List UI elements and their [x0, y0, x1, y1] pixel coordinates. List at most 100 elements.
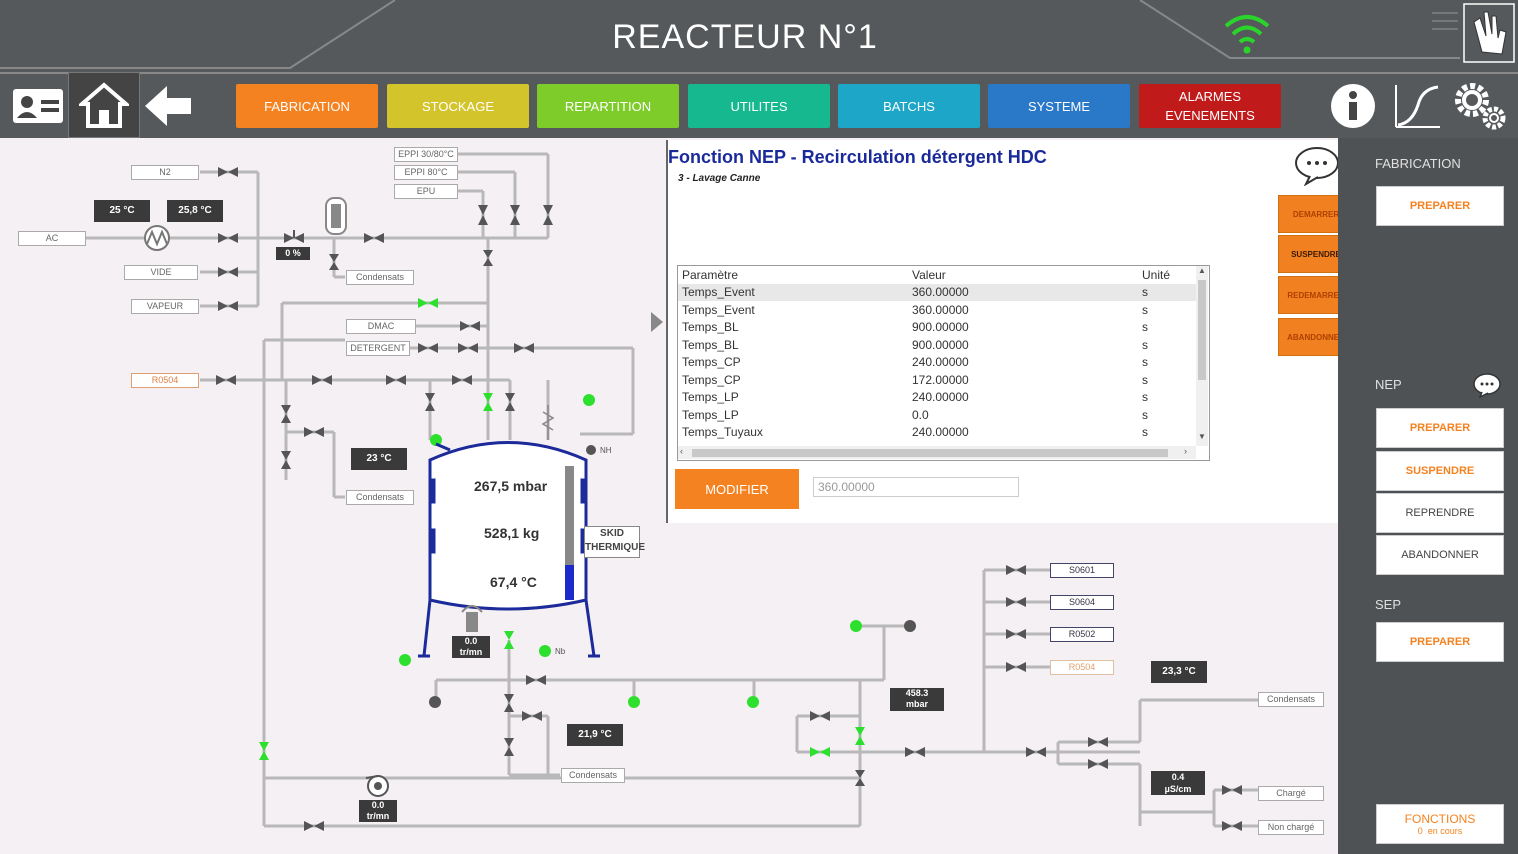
cell-param: Temps_BL: [682, 320, 739, 335]
nep-preparer-button[interactable]: PREPARER: [1376, 408, 1504, 448]
dest-r0504: R0504: [1050, 660, 1114, 675]
fabrication-preparer-button[interactable]: PREPARER: [1376, 186, 1504, 226]
wifi-icon: [1222, 12, 1272, 56]
back-arrow-icon[interactable]: [142, 78, 194, 134]
nep-abandonner-button[interactable]: ABANDONNER: [1376, 535, 1504, 575]
nav-fabrication[interactable]: FABRICATION: [236, 84, 378, 128]
scroll-up-icon[interactable]: ▲: [1198, 266, 1206, 275]
temperature-t4: 21,9 °C: [567, 724, 623, 746]
cell-unit: s: [1142, 337, 1148, 352]
cell-param: Temps_BL: [682, 337, 739, 352]
filter-vessel: [325, 197, 347, 235]
horizontal-scrollbar[interactable]: ‹ ›: [678, 446, 1196, 459]
conductivity-value: 0.4: [1171, 772, 1185, 782]
cell-value: 360.00000: [912, 302, 969, 317]
cell-value: 172.00000: [912, 372, 969, 387]
nav-utilites[interactable]: UTILITES: [688, 84, 830, 128]
sensor-dots: [399, 394, 916, 708]
source-vide: VIDE: [124, 265, 198, 280]
cell-unit: s: [1142, 372, 1148, 387]
scroll-right-icon[interactable]: ›: [1184, 446, 1187, 456]
tank-temperature: 67,4 °C: [490, 574, 537, 590]
tank-pressure: 267,5 mbar: [474, 478, 548, 494]
nav-stockage[interactable]: STOCKAGE: [387, 84, 529, 128]
temperature-t1: 25 °C: [94, 200, 150, 222]
sep-preparer-button[interactable]: PREPARER: [1376, 622, 1504, 662]
cell-unit: s: [1142, 320, 1148, 335]
agitator-speed-value: 0.0: [464, 636, 478, 646]
expand-right-arrow[interactable]: [651, 312, 663, 332]
pump-speed: 0.0 tr/mn: [359, 800, 397, 822]
line-pressure-unit: mbar: [905, 699, 928, 709]
control-valve: [284, 230, 339, 270]
header-decoration: [0, 0, 1460, 69]
agitator-speed: 0.0 tr/mn: [452, 636, 490, 658]
dest-noncharge: Non chargé: [1258, 820, 1324, 835]
cell-value: 0.0: [912, 407, 929, 422]
scroll-left-icon[interactable]: ‹: [680, 446, 683, 456]
nav-alarmes-line1: ALARMES: [1178, 89, 1242, 104]
value-input[interactable]: [813, 477, 1019, 497]
cell-unit: s: [1142, 355, 1148, 370]
nep-suspendre-button[interactable]: SUSPENDRE: [1376, 451, 1504, 491]
vertical-scrollbar[interactable]: ▲ ▼: [1196, 266, 1208, 446]
cell-param: Temps_LP: [682, 407, 739, 422]
conductivity-unit: µS/cm: [1164, 784, 1192, 794]
sensor-nb-label: Nb: [555, 647, 566, 656]
line-pressure-value: 458.3: [905, 688, 929, 698]
id-card-icon[interactable]: [8, 78, 68, 134]
page-title: REACTEUR N°1: [612, 18, 878, 56]
trend-curve-icon[interactable]: [1390, 78, 1444, 134]
open-valve-symbols: [259, 298, 865, 760]
menu-icon[interactable]: [1430, 10, 1460, 32]
sensor-nh-label: NH: [600, 446, 612, 455]
source-r0504: R0504: [131, 373, 199, 388]
hand-touch-icon[interactable]: [1462, 2, 1516, 64]
fonctions-button[interactable]: FONCTIONS 0 en cours: [1376, 804, 1504, 844]
skid-line1: SKID: [600, 528, 624, 539]
sep-section-label: SEP: [1375, 597, 1402, 612]
nav-systeme[interactable]: SYSTEME: [988, 84, 1130, 128]
col-parametre: Paramètre: [682, 267, 739, 282]
comment-bubble-icon[interactable]: [1294, 146, 1340, 187]
nep-comment-icon[interactable]: [1472, 372, 1502, 399]
cell-value: 360.00000: [912, 285, 969, 300]
nav-batchs[interactable]: BATCHS: [838, 84, 980, 128]
settings-gear-icon[interactable]: [1452, 78, 1508, 134]
home-icon[interactable]: [68, 72, 140, 138]
source-ac: AC: [18, 231, 86, 246]
info-icon[interactable]: [1328, 78, 1378, 134]
source-eppi80: EPPI 80°C: [394, 165, 458, 180]
condensats-3: Condensats: [561, 768, 625, 783]
table-header-row: Paramètre Valeur Unité: [678, 266, 1196, 284]
table-row[interactable]: Temps_BL 900.00000 s: [678, 336, 1196, 354]
dialog-subtitle: 3 - Lavage Canne: [678, 173, 761, 184]
scroll-down-icon[interactable]: ▼: [1198, 432, 1206, 441]
nav-alarmes-evenements[interactable]: ALARMES EVENEMENTS: [1139, 84, 1281, 128]
dest-s0601: S0601: [1050, 563, 1114, 578]
nav-repartition[interactable]: REPARTITION: [537, 84, 679, 128]
fonctions-count: 0: [1417, 826, 1423, 836]
cell-param: Temps_CP: [682, 372, 741, 387]
cell-param: Temps_LP: [682, 390, 739, 405]
modifier-button[interactable]: MODIFIER: [675, 469, 799, 509]
nep-reprendre-button[interactable]: REPRENDRE: [1376, 493, 1504, 533]
tank-level-bar-bg: [565, 466, 574, 600]
conductivity: 0.4 µS/cm: [1151, 771, 1205, 795]
cell-value: 900.00000: [912, 337, 969, 352]
horizontal-scroll-thumb[interactable]: [692, 449, 1168, 457]
source-n2: N2: [131, 165, 199, 180]
table-row[interactable]: Temps_CP 172.00000 s: [678, 371, 1196, 389]
nav-alarmes-line2: EVENEMENTS: [1165, 108, 1255, 123]
skid-thermique-box: SKID THERMIQUE: [584, 526, 645, 558]
vertical-scroll-thumb[interactable]: [1198, 280, 1206, 380]
